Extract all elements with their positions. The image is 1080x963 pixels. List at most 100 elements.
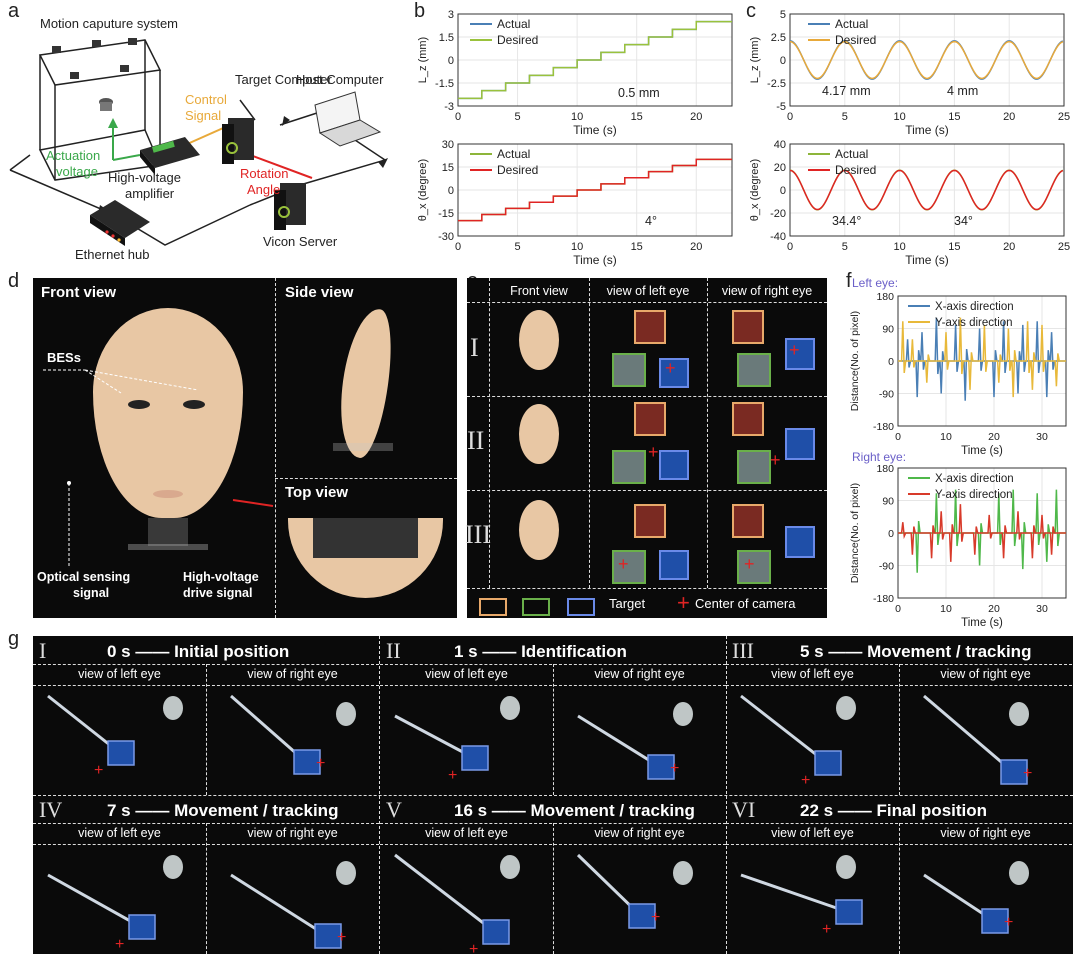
x-tick-label: 20 <box>988 603 1000 615</box>
x-tick-label: 0 <box>455 241 461 253</box>
mouth <box>153 490 183 498</box>
svg-text:+: + <box>1023 765 1032 782</box>
b-bottom-annotation: 4° <box>645 214 657 228</box>
series-line-2 <box>458 158 732 222</box>
x-tick-label: 10 <box>940 431 952 443</box>
top-mechanism <box>313 518 418 558</box>
y-axis-label: Distance(No. of pixel) <box>849 483 861 583</box>
e-cross-2: + <box>789 340 800 360</box>
plot-frame <box>789 143 1065 237</box>
series-line-1 <box>898 317 1066 401</box>
y-tick-label: -30 <box>438 231 454 243</box>
target-computer-icon <box>222 118 254 164</box>
legend-target-blue <box>567 598 595 616</box>
e-cross-3: + <box>648 442 659 462</box>
x-axis-label: Time (s) <box>961 445 1003 457</box>
x-axis-label: Time (s) <box>573 123 617 137</box>
y-tick-label: -180 <box>873 593 894 605</box>
series-line-2 <box>789 169 1064 211</box>
legend-target-label: Target <box>609 596 646 611</box>
ethernet-hub-icon <box>90 200 150 246</box>
x-axis-label: Time (s) <box>905 253 949 267</box>
y-tick-label: 0 <box>888 356 894 368</box>
svg-text:+: + <box>670 760 679 777</box>
x-tick-label: 15 <box>948 241 960 253</box>
g-step-3-left-view: view of left eye <box>771 667 854 681</box>
svg-text:+: + <box>115 936 124 953</box>
rotation-label-2: Angle <box>247 182 280 197</box>
top-view-title: Top view <box>285 484 349 501</box>
e-col-front: Front view <box>510 284 568 298</box>
g-step-title-6: 22 s —— Final position <box>800 801 988 820</box>
svg-text:+: + <box>94 762 103 779</box>
vicon-server-icon <box>274 183 306 230</box>
target-computer-label: Target Computer <box>235 72 332 87</box>
g-step-5-right-view: view of right eye <box>594 826 685 840</box>
svg-text:+: + <box>448 767 457 784</box>
svg-text:+: + <box>1004 914 1013 931</box>
y-tick-label: 90 <box>882 324 894 336</box>
right-eye <box>183 400 205 409</box>
legend-label: X-axis direction <box>935 473 1014 485</box>
system-diagram: Motion caputure system Target Computer H… <box>9 16 388 262</box>
optical-label-2: signal <box>73 586 110 600</box>
e-row-III: III <box>465 520 491 549</box>
g-step-title-4: 7 s —— Movement / tracking <box>107 801 339 820</box>
bess-label: BESs <box>47 350 81 365</box>
panel-e-grid: Front view view of left eye view of righ… <box>465 278 827 618</box>
g-step-roman-2: II <box>386 638 401 663</box>
legend-label: Actual <box>497 147 530 161</box>
y-axis-label: L_z (mm) <box>417 37 429 83</box>
drive-label-2: drive signal <box>183 586 253 600</box>
legend-label: Y-axis direction <box>935 489 1013 501</box>
svg-text:+: + <box>822 921 831 938</box>
x-tick-label: 30 <box>1036 431 1048 443</box>
panel-label-a: a <box>8 0 20 22</box>
y-axis-label: θ_x (degree) <box>749 159 761 221</box>
x-tick-label: 15 <box>631 111 643 123</box>
g-step-roman-3: III <box>732 638 754 663</box>
actuation-label-1: Actuation <box>46 148 100 163</box>
x-tick-label: 20 <box>1003 111 1015 123</box>
legend-target-orange <box>479 598 507 616</box>
legend-target-green <box>522 598 550 616</box>
x-axis-label: Time (s) <box>905 123 949 137</box>
g-step-roman-6: VI <box>732 797 756 822</box>
e-cross-5: + <box>618 554 629 574</box>
g-step-6-right-view: view of right eye <box>940 826 1031 840</box>
control-signal-label-1: Control <box>185 92 227 107</box>
g-step-3-right-view: view of right eye <box>940 667 1031 681</box>
amplifier-label-1: High-voltage <box>108 170 181 185</box>
g-step-4-left-view: view of left eye <box>78 826 161 840</box>
y-tick-label: 0 <box>448 55 454 67</box>
svg-text:+: + <box>316 755 325 772</box>
y-tick-label: -40 <box>770 231 786 243</box>
y-axis-label: θ_x (degree) <box>417 159 429 221</box>
x-tick-label: 0 <box>895 603 901 615</box>
stand <box>148 518 188 546</box>
y-tick-label: 5 <box>780 9 786 21</box>
y-tick-label: -2.5 <box>767 78 786 90</box>
legend-label: Actual <box>497 17 530 31</box>
g-step-title-1: 0 s —— Initial position <box>107 642 290 661</box>
plot-frame <box>457 143 733 237</box>
plot-frame <box>789 13 1065 107</box>
y-tick-label: 3 <box>448 9 454 21</box>
robot-face-front <box>93 308 243 518</box>
y-tick-label: 0 <box>780 55 786 67</box>
x-tick-label: 5 <box>515 241 521 253</box>
y-tick-label: 180 <box>876 291 894 303</box>
y-tick-label: 90 <box>882 496 894 508</box>
x-tick-label: 15 <box>631 241 643 253</box>
svg-text:+: + <box>337 929 346 946</box>
e-cross-6: + <box>744 554 755 574</box>
y-tick-label: -20 <box>770 208 786 220</box>
robot-face-side <box>332 305 399 461</box>
laptop-icon <box>314 91 382 147</box>
svg-text:+: + <box>651 909 660 926</box>
rotation-label-1: Rotation <box>240 166 288 181</box>
e-face-2 <box>519 404 559 464</box>
amplifier-icon <box>140 137 200 175</box>
